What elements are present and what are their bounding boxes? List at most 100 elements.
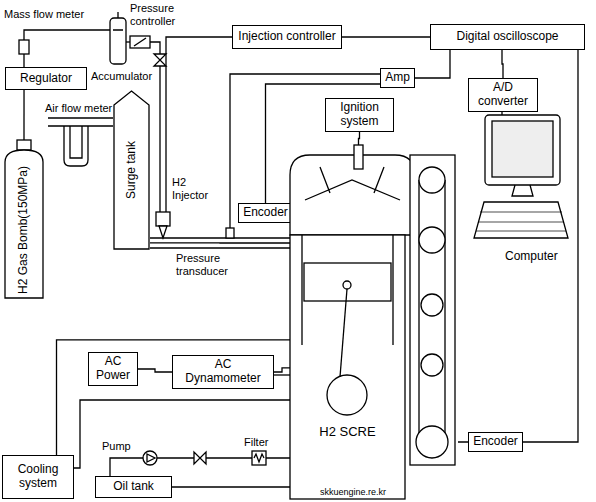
computer-illustration: [485, 115, 560, 185]
watermark: skkuengine.re.kr: [320, 487, 386, 497]
computer-illustration: [492, 121, 553, 177]
surge-tank: Surge tank: [113, 90, 150, 250]
engine-body-outline: [343, 281, 351, 289]
part-name: Pressure transducer: [176, 252, 238, 277]
node-text: Digital oscilloscope: [456, 30, 558, 44]
ac-power-box: AC Power: [88, 352, 138, 386]
part-name: Mass flow meter: [4, 8, 84, 21]
air-inlet-pipe: [48, 118, 113, 126]
node-text: A/D converter: [472, 81, 534, 109]
engine-body-outline: [410, 155, 455, 465]
air-inlet-pipe: [48, 118, 113, 126]
computer-illustration: [474, 115, 568, 238]
part-name: H2 Injector: [172, 176, 222, 201]
connector-line: [138, 369, 172, 372]
part-name: Pump: [102, 440, 131, 453]
shutoff-valve: [154, 54, 166, 66]
shutoff-valve: [154, 54, 166, 66]
filter-symbol: [252, 451, 266, 465]
dynamometer-second-line: [272, 374, 290, 375]
hydrogen-supply-line: [150, 42, 160, 212]
injector-control-wire: [166, 37, 232, 212]
connector-line: [274, 368, 290, 372]
injection-controller-box: Injection controller: [232, 25, 342, 49]
engine-body-outline: [354, 145, 363, 169]
air-flow-meter-symbol: [64, 126, 88, 166]
engine-body-outline: [421, 354, 443, 376]
node-text: Amp: [385, 71, 410, 85]
air-flow-meter-symbol: [64, 126, 88, 166]
pump-symbol: [143, 451, 157, 465]
part-name: Computer: [505, 250, 558, 264]
pump-symbol: [147, 454, 155, 462]
connector-line: [342, 36, 430, 37]
hydrogen-bottle-outline: [5, 150, 43, 298]
node-text: Oil tank: [113, 480, 154, 494]
node-text: AC Power: [92, 355, 134, 383]
intake-pipe: [150, 238, 290, 248]
part-name: Air flow meter: [45, 102, 112, 115]
engine-body-outline: [290, 235, 405, 499]
node-text: Surge tank: [125, 141, 139, 199]
relief-valve-symbol: [194, 452, 206, 464]
filter-symbol: [252, 451, 266, 465]
cooling-system-box: Cooling system: [2, 455, 74, 499]
connector-line: [57, 340, 290, 455]
engine-body-outline: [419, 167, 445, 193]
pressure-controller-symbol: [130, 36, 150, 48]
intake-pipe: [150, 238, 290, 248]
part-name: Accumulator: [91, 70, 152, 83]
cooling-return-line: [72, 400, 290, 468]
engine-body-outline: [290, 155, 415, 235]
engine-body-outline: [340, 289, 347, 377]
h2-injector-symbol: [156, 212, 170, 238]
accumulator-symbol: [113, 12, 123, 30]
node-text: Ignition system: [329, 101, 390, 129]
part-name: Pressure controller: [130, 2, 202, 27]
dynamometer-box: AC Dynamometer: [172, 355, 274, 389]
node-text: Cooling system: [6, 463, 70, 491]
pressure-transducer-symbol: [226, 228, 234, 238]
engine-body: H2 SCRE: [290, 145, 458, 500]
engine-body-outline: [305, 167, 400, 200]
connector-line: [458, 441, 468, 442]
engine-body-outline: [304, 263, 391, 301]
air-flow-meter-symbol: [70, 126, 82, 158]
injector-control-wire: [166, 37, 232, 212]
engine-body-outline: [327, 375, 367, 415]
engine-body-outline: [416, 426, 448, 458]
oil-tank-box: Oil tank: [95, 476, 172, 498]
engine-body-outline: [290, 145, 458, 500]
node-text: Regulator: [20, 72, 72, 86]
encoder-box: Encoder: [468, 432, 523, 452]
h2-injector-symbol: [159, 226, 167, 238]
h2-injector-symbol: [156, 212, 170, 226]
pressure-controller-symbol: [126, 36, 150, 48]
accumulator-symbol: [110, 12, 126, 64]
pressure-controller-symbol: [134, 38, 146, 46]
part-name: Filter: [244, 436, 268, 449]
connector-line: [23, 90, 24, 140]
surge-tank-outline: [114, 91, 149, 249]
node-text: H2 SCRE: [290, 425, 405, 440]
mass-flow-meter-symbol: [19, 30, 110, 67]
accumulator-symbol: [110, 18, 126, 64]
computer-illustration: [474, 202, 568, 238]
dynamometer-second-line: [272, 374, 290, 375]
node-text: AC Dynamometer: [176, 358, 270, 386]
oscilloscope-box: Digital oscilloscope: [430, 24, 585, 50]
connector-line: [502, 50, 503, 78]
encoder-box: Encoder: [238, 203, 293, 223]
hydrogen-bottle: H2 Gas Bomb(150MPa): [3, 140, 45, 300]
connector-line: [415, 50, 450, 78]
node-text: Encoder: [243, 206, 288, 220]
computer-illustration: [476, 212, 566, 231]
ignition-system-box: Ignition system: [325, 98, 394, 132]
cooling-return-line: [72, 400, 290, 468]
node-text: Encoder: [473, 435, 518, 449]
connector-line: [150, 242, 290, 243]
mass-flow-meter-symbol: [24, 30, 110, 67]
regulator-box: Regulator: [5, 67, 87, 90]
